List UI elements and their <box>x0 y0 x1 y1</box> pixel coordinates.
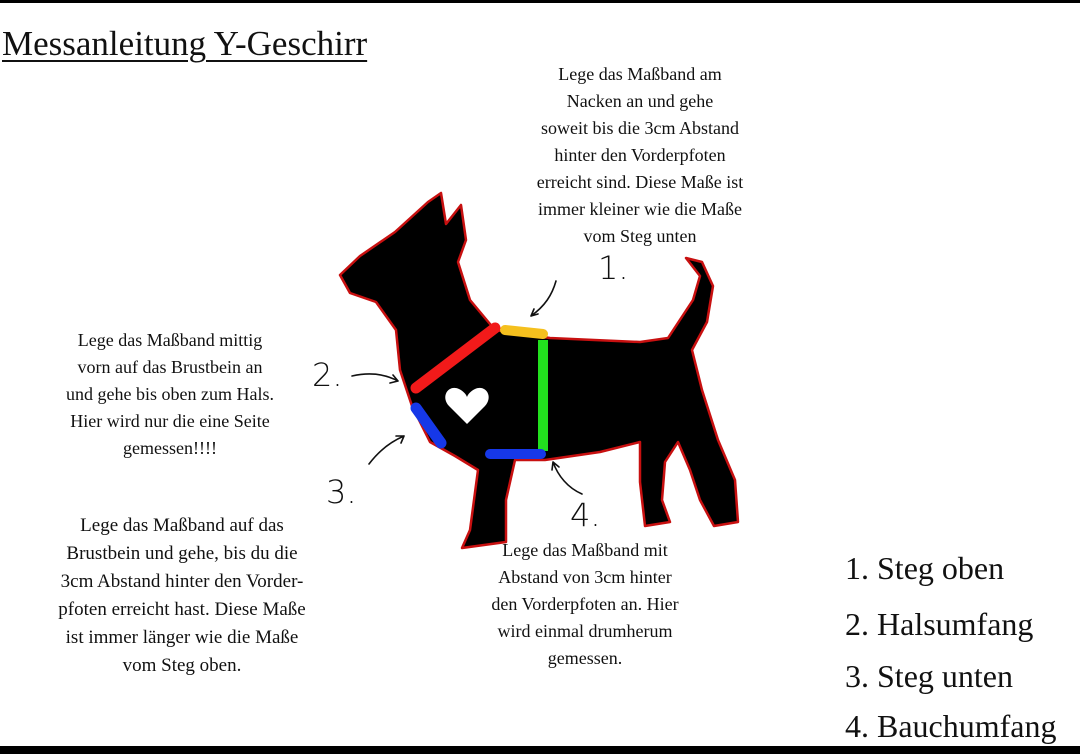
arrow-1-icon <box>530 280 557 317</box>
legend-item-4: 4. Bauchumfang <box>845 708 1057 744</box>
arrow-2-icon <box>351 373 399 384</box>
text-line: vom Steg unten <box>583 226 697 246</box>
instruction-step4: Lege das Maßband mit Abstand von 3cm hin… <box>450 537 720 672</box>
text-line: gemessen. <box>547 648 623 668</box>
text-line: ist immer länger wie die Maße <box>65 627 299 648</box>
text-line: vorn auf das Brustbein an <box>77 357 263 377</box>
text-line: hinter den Vorderpfoten <box>554 145 726 165</box>
text-line: Abstand von 3cm hinter <box>498 567 672 587</box>
text-line: vom Steg oben. <box>122 655 242 676</box>
steg-oben-band <box>500 325 548 339</box>
text-line: Nacken an und gehe <box>566 91 714 111</box>
text-line: wird einmal drumherum <box>497 621 673 641</box>
brust-band <box>410 402 447 449</box>
marker-2: 2. <box>312 356 343 394</box>
text-line: Hier wird nur die eine Seite <box>70 411 270 431</box>
page-title: Messanleitung Y-Geschirr <box>2 24 368 63</box>
marker-3: 3. <box>326 473 357 511</box>
arrow-3-icon <box>368 435 405 465</box>
legend-item-1: 1. Steg oben <box>845 550 1005 586</box>
bottom-border <box>0 746 1080 754</box>
text-line: immer kleiner wie die Maße <box>538 199 742 219</box>
text-line: Brustbein und gehe, bis du die <box>66 543 298 564</box>
text-line: soweit bis die 3cm Abstand <box>541 118 739 138</box>
halsumfang-band <box>410 322 501 394</box>
marker-1: 1. <box>598 249 629 287</box>
legend-item-2: 2. Halsumfang <box>845 606 1034 642</box>
instruction-step1: Lege das Maßband am Nacken an und gehe s… <box>500 61 780 250</box>
text-line: pfoten erreicht hast. Diese Maße <box>58 599 306 620</box>
text-line: Lege das Maßband mittig <box>77 330 263 350</box>
top-border <box>0 0 1080 3</box>
text-line: Lege das Maßband mit <box>502 540 668 560</box>
text-line: gemessen!!!! <box>123 438 217 458</box>
text-line: Lege das Maßband am <box>558 64 722 84</box>
marker-4: 4. <box>570 496 601 534</box>
text-line: erreicht sind. Diese Maße ist <box>536 172 744 192</box>
instruction-step2: Lege das Maßband mittig vorn auf das Bru… <box>30 327 310 462</box>
text-line: 3cm Abstand hinter den Vorder- <box>60 571 304 592</box>
heart-icon <box>445 387 489 424</box>
text-line: und gehe bis oben zum Hals. <box>66 384 274 404</box>
text-line: den Vorderpfoten an. Hier <box>491 594 679 614</box>
arrow-4-icon <box>551 461 583 495</box>
legend-item-3: 3. Steg unten <box>845 658 1013 694</box>
instruction-step3: Lege das Maßband auf das Brustbein und g… <box>22 512 342 680</box>
text-line: Lege das Maßband auf das <box>80 515 284 536</box>
